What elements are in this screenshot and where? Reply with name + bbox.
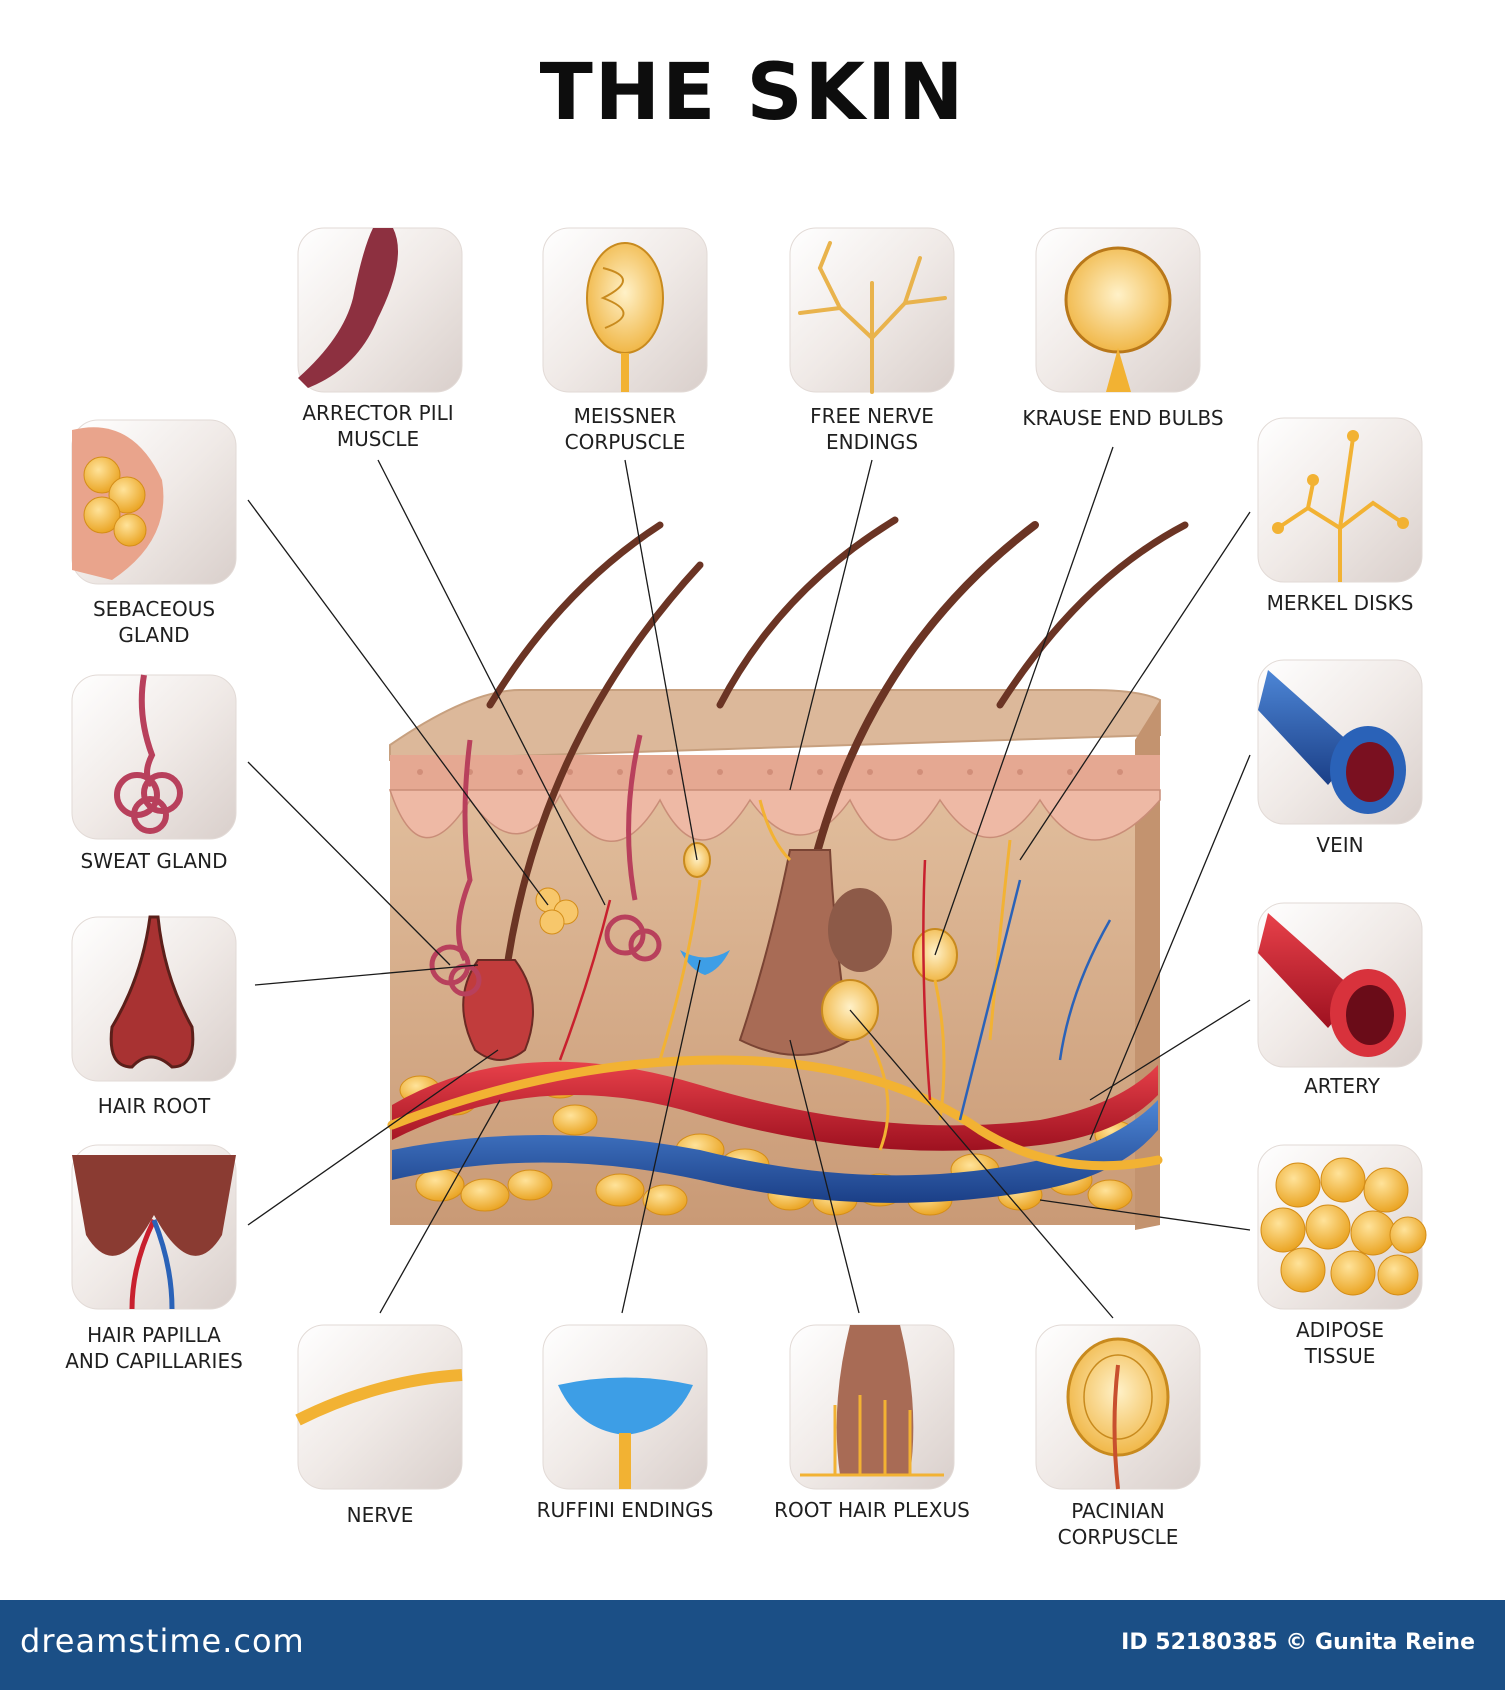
hair-root-left (462, 959, 534, 1061)
label-ruffini: RUFFINI ENDINGS (536, 1498, 714, 1522)
nerve-icon (295, 1369, 463, 1426)
sebaceous-gland-left (535, 887, 579, 935)
label-adipose: ADIPOSE TISSUE (1295, 1318, 1385, 1368)
label-free-nerve: FREE NERVE ENDINGS (810, 404, 934, 454)
tile-vein (1257, 659, 1423, 825)
label-sebaceous: SEBACEOUS GLAND (92, 597, 216, 647)
epidermis-layer (390, 755, 1160, 791)
label-sweat: SWEAT GLAND (80, 849, 228, 873)
label-merkel: MERKEL DISKS (1266, 591, 1414, 615)
ruffini-icon (558, 1377, 693, 1435)
ruffini-in-block (680, 950, 730, 975)
label-hair-root: HAIR ROOT (97, 1094, 211, 1118)
pacinian-icon (1066, 1337, 1170, 1457)
tile-ruffini (542, 1324, 708, 1490)
tile-adipose (1257, 1144, 1427, 1310)
footer-brand[interactable]: dreamstime.com (20, 1622, 305, 1660)
tile-merkel (1257, 417, 1423, 583)
footer-credit: ID 52180385 © Gunita Reine (1121, 1630, 1475, 1655)
tile-sebaceous (71, 419, 237, 585)
label-hair-papilla: HAIR PAPILLA AND CAPILLARIES (65, 1323, 243, 1373)
label-artery: ARTERY (1304, 1074, 1380, 1098)
muscle-icon (298, 228, 398, 388)
hair-root-icon (109, 915, 195, 1069)
label-krause: KRAUSE END BULBS (1022, 406, 1224, 430)
footer-bar: dreamstime.com ID 52180385 © Gunita Rein… (0, 1600, 1505, 1690)
nerve-bundle (387, 1055, 1163, 1171)
adipose-icon (1260, 1157, 1427, 1296)
tile-hair-root (71, 915, 237, 1082)
label-pacinian: PACINIAN CORPUSCLE (1057, 1499, 1179, 1549)
free-nerve-icon (798, 241, 947, 394)
vein-vessel (392, 1100, 1158, 1203)
capillaries (558, 859, 1112, 1121)
tile-free-nerve (789, 227, 955, 394)
tile-artery (1257, 902, 1423, 1068)
artery-vessel (392, 1061, 1158, 1151)
merkel-icon (1276, 437, 1405, 582)
label-vein: VEIN (1316, 833, 1364, 857)
tile-nerve (295, 1324, 463, 1490)
root-hair-plexus-icon (836, 1325, 914, 1475)
hair-papilla-icon (72, 1155, 236, 1256)
skin-diagram (71, 227, 1427, 1490)
tile-meissner (542, 227, 708, 393)
tile-hair-papilla (71, 1144, 237, 1310)
tile-root-hair-plexus (789, 1324, 955, 1490)
label-meissner: MEISSNER CORPUSCLE (564, 404, 686, 454)
skin-cross-section (387, 516, 1189, 1230)
label-nerve: NERVE (346, 1503, 414, 1527)
krause-icon (1064, 246, 1172, 354)
page-title: THE SKIN (539, 48, 966, 138)
tile-pacinian (1035, 1324, 1201, 1490)
nerve-branches (658, 799, 1012, 1151)
skin-surface (389, 689, 1161, 762)
leader-lines (247, 446, 1251, 1319)
dermal-papillae (388, 789, 1161, 842)
label-root-hair-plexus: ROOT HAIR PLEXUS (774, 1498, 970, 1522)
sebaceous-gland-center (828, 888, 892, 972)
sweat-gland-icon (114, 674, 183, 834)
tile-arrector-pili (297, 227, 463, 393)
tile-krause (1035, 227, 1201, 393)
meissner-icon (586, 242, 664, 354)
tile-sweat (71, 674, 237, 840)
label-arrector-pili: ARRECTOR PILI MUSCLE (302, 401, 454, 451)
